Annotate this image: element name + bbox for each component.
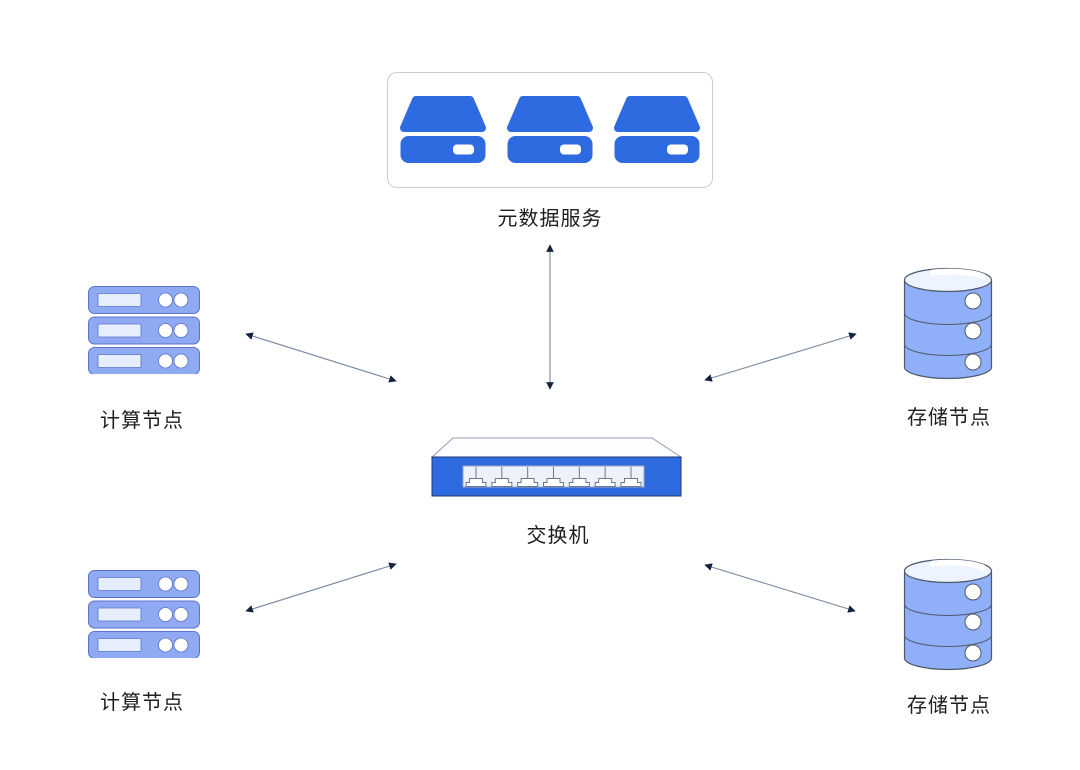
storage-node-bottom-label: 存储节点: [907, 695, 991, 717]
server-rack-icon: [88, 570, 200, 658]
server-rack-icon: [88, 286, 200, 374]
arrow-switch-storage-bottom: [704, 563, 856, 613]
arrow-switch-compute-top: [245, 332, 397, 383]
arrow-switch-compute-bottom: [245, 562, 397, 613]
metadata-service-box: [387, 72, 713, 188]
storage-node-top-label: 存储节点: [907, 407, 991, 429]
switch-label: 交换机: [526, 525, 590, 547]
compute-node-bottom-label: 计算节点: [100, 692, 184, 714]
network-switch-icon: [431, 437, 683, 497]
metadata-service-label: 元数据服务: [497, 208, 603, 230]
arrow-switch-storage-top: [704, 332, 857, 382]
hard-disk-icon: [614, 96, 700, 163]
hard-disk-icon: [507, 96, 593, 163]
database-cylinder-icon: [903, 267, 993, 380]
compute-node-top-label: 计算节点: [100, 410, 184, 432]
hard-disk-icon: [400, 96, 486, 163]
database-cylinder-icon: [903, 558, 993, 671]
